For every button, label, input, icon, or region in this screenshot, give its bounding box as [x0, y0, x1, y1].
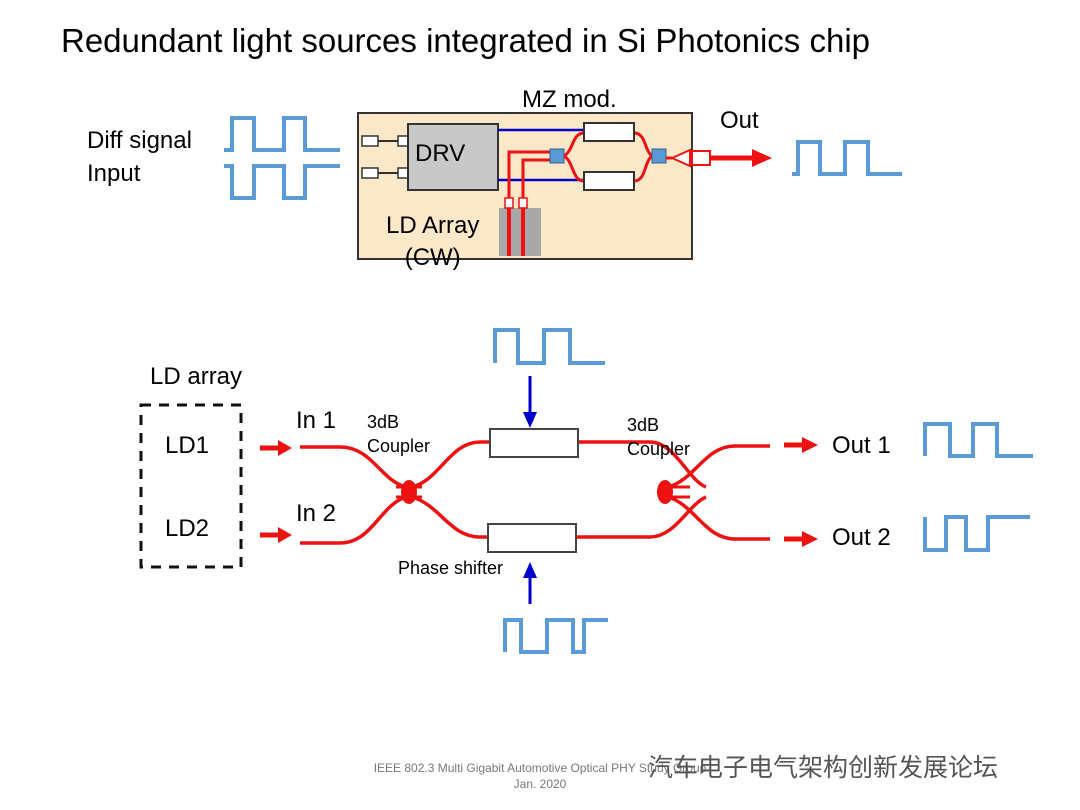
out-label: Out [720, 107, 759, 134]
out2-wave [923, 515, 1030, 552]
out1-arrow [802, 437, 818, 453]
waveguide-in1 [300, 445, 407, 489]
mz-splitter [549, 148, 565, 164]
ld-array-dashed-box [139, 403, 243, 569]
chip-waveguide-feed-1 [507, 150, 557, 204]
control-wave-bottom [503, 618, 608, 654]
in1-label: In 1 [296, 407, 337, 434]
output-taper [669, 148, 691, 168]
mz-arm-lower [583, 171, 635, 191]
ld1-arrow [278, 440, 292, 456]
input-pad-1 [361, 135, 379, 147]
chip-waveguide-feed-2 [521, 158, 557, 204]
control-arrow-bottom [523, 562, 537, 578]
mz-mod-label: MZ mod. [522, 86, 617, 113]
slide-title: Redundant light sources integrated in Si… [61, 22, 870, 59]
coupler-1-label: 3dB Coupler [367, 412, 431, 456]
input-pad-2 [361, 167, 379, 179]
input-wave-2 [224, 164, 340, 200]
ld-array-title: LD array [150, 363, 243, 390]
mz-combiner [651, 148, 667, 164]
diff-signal-label: Diff signal Input [87, 127, 192, 187]
ld-array-label: LD Array (CW) [386, 212, 480, 271]
phase-shifter-label: Phase shifter [398, 558, 504, 578]
ld2-arrow [278, 527, 292, 543]
output-pad [691, 150, 711, 166]
ld2-label: LD2 [165, 515, 210, 542]
out1-wave [923, 422, 1033, 458]
phase-shifter-lower [487, 523, 577, 553]
footer: IEEE 802.3 Multi Gigabit Automotive Opti… [373, 761, 707, 791]
mz-arm-upper [583, 122, 635, 142]
output-wave-top [792, 140, 902, 176]
drv-label: DRV [415, 140, 466, 167]
drv-box [407, 123, 499, 191]
input-wave-1 [224, 116, 340, 152]
control-arrow-top [523, 412, 537, 428]
out1-label: Out 1 [832, 432, 891, 459]
ld-array-block [499, 208, 541, 256]
watermark: 汽车电子电气架构创新发展论坛 [648, 754, 999, 782]
out-arrow-top [752, 149, 772, 167]
waveguide-out2 [667, 495, 770, 541]
coupler-2 [657, 480, 673, 504]
coupler-1 [401, 480, 417, 504]
coupler-2-label: 3dB Coupler [627, 415, 691, 459]
out2-arrow [802, 531, 818, 547]
control-wave-top [493, 328, 605, 365]
out2-label: Out 2 [832, 524, 891, 551]
in2-label: In 2 [296, 500, 337, 527]
waveguide-in2 [300, 495, 407, 545]
waveguide-out1 [667, 444, 770, 489]
phase-shifter-upper [489, 428, 579, 458]
ld1-label: LD1 [165, 432, 210, 459]
